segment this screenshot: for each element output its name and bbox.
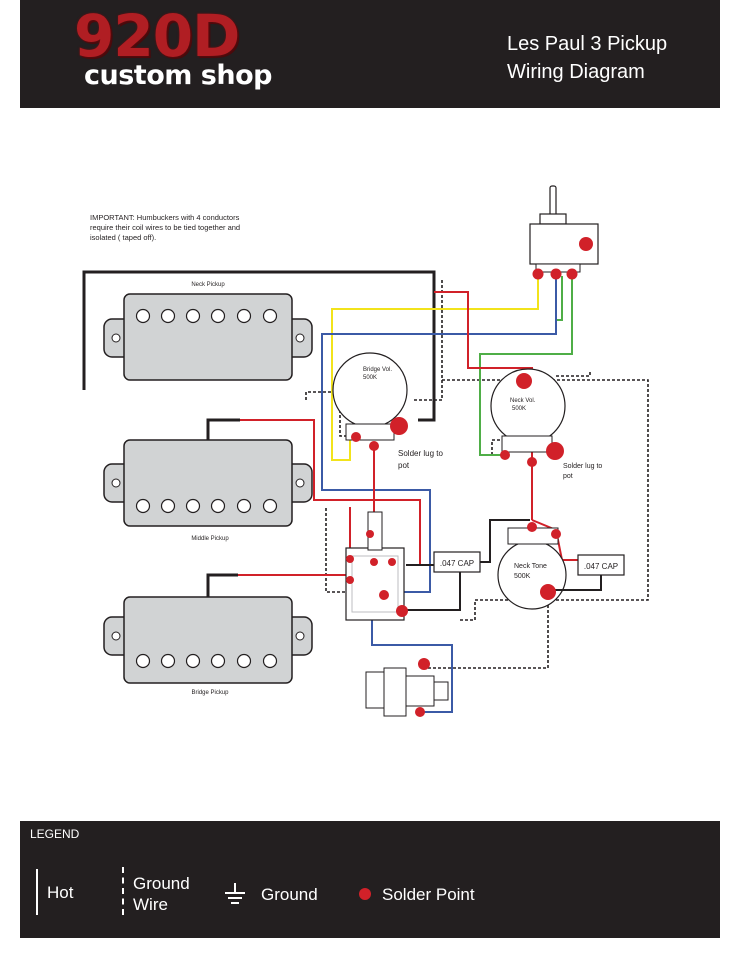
ground-solder-point-neck-vol — [516, 373, 532, 389]
yellow-wire — [331, 276, 539, 461]
title-line-2: Wiring Diagram — [507, 61, 645, 83]
bridge-pickup-label: Bridge Pickup — [191, 690, 229, 696]
legend-ground-wire: Ground Wire — [133, 873, 190, 915]
title-line-1: Les Paul 3 Pickup — [507, 33, 668, 55]
hot-wire-swatch — [36, 869, 38, 915]
solder-lug-label-2: Solder lug to pot — [563, 463, 604, 480]
bridge-vol-label: Bridge Vol. 500K — [363, 367, 394, 381]
ground-wires — [82, 270, 436, 597]
cap-1-label: .047 CAP — [440, 559, 474, 568]
middle-pot-assembly — [345, 511, 405, 621]
ground-symbols — [390, 237, 593, 670]
legend-ground-wire-line2: Wire — [133, 895, 168, 914]
neck-tone-label: Neck Tone 500K — [514, 563, 549, 580]
important-note: IMPORTANT: Humbuckers with 4 conductors … — [90, 213, 242, 242]
green-wire — [479, 276, 573, 456]
legend-solder-point: Solder Point — [382, 885, 475, 904]
output-jack — [365, 667, 449, 717]
legend-ground: Ground — [261, 885, 318, 904]
ground-solder-point-neck-vol-2 — [546, 442, 564, 460]
solder-points — [346, 268, 578, 717]
legend-hot: Hot — [47, 883, 74, 902]
legend-panel: LEGEND Hot Ground Wire Ground Solder Poi… — [20, 821, 720, 938]
note-line-3: isolated ( taped off). — [90, 233, 156, 242]
bridge-pickup: Bridge Pickup — [103, 596, 313, 696]
page-title: Les Paul 3 Pickup Wiring Diagram — [507, 30, 707, 86]
middle-pickup-label: Middle Pickup — [191, 536, 229, 542]
solder-lug-label-1: Solder lug to pot — [398, 449, 445, 470]
logo-sub-text: custom shop — [84, 60, 272, 91]
legend-ground-wire-line1: Ground — [133, 874, 190, 893]
ground-solder-point-middle — [396, 605, 408, 617]
solder-point-icon — [359, 888, 371, 900]
ground-icon — [225, 883, 245, 904]
cap-leads — [402, 519, 602, 611]
capacitor-1: .047 CAP — [433, 551, 481, 573]
neck-pickup: Neck Pickup — [103, 282, 313, 381]
neck-pickup-label: Neck Pickup — [191, 282, 225, 288]
ground-solder-point-bridge-vol — [390, 417, 408, 435]
neck-volume-pot: Neck Vol. 500K Solder lug to pot — [490, 368, 604, 480]
bridge-volume-pot: Bridge Vol. 500K Solder lug to pot — [332, 352, 445, 470]
blue-wires — [321, 276, 557, 713]
toggle-switch — [529, 185, 599, 273]
ground-solder-point-switch — [579, 237, 593, 251]
legend-title: LEGEND — [30, 827, 80, 841]
neck-vol-label: Neck Vol. 500K — [510, 398, 537, 412]
logo-main-text: 920D — [74, 2, 240, 70]
cap-2-label: .047 CAP — [584, 562, 618, 571]
note-line-1: IMPORTANT: Humbuckers with 4 conductors — [90, 213, 240, 222]
neck-tone-pot: Neck Tone 500K — [497, 527, 567, 610]
ground-solder-point-tone — [540, 584, 556, 600]
capacitor-2: .047 CAP — [577, 554, 625, 576]
header-banner: 920D custom shop Les Paul 3 Pickup Wirin… — [20, 0, 720, 108]
note-line-2: require their coil wires to be tied toge… — [90, 223, 240, 232]
ground-solder-point-jack — [418, 658, 430, 670]
green-wire-2 — [555, 276, 563, 321]
ground-wire-swatch — [122, 867, 124, 915]
middle-pickup: Middle Pickup — [103, 439, 313, 542]
